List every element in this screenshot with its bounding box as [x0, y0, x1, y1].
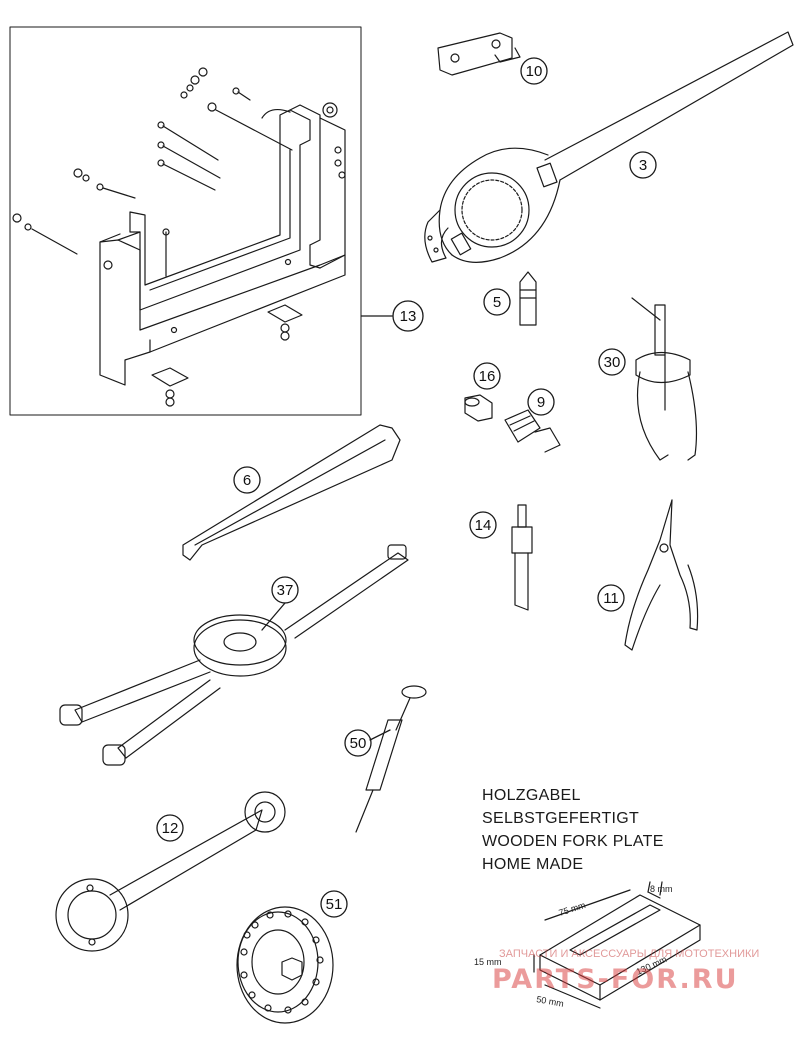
pliers-11	[624, 499, 699, 651]
callout-51: 51	[326, 896, 343, 913]
note-line-3: WOODEN FORK PLATE	[482, 833, 664, 850]
dim-15mm: 15 mm	[474, 957, 502, 967]
callout-10: 10	[526, 63, 543, 80]
wooden-fork-note: HOLZGABEL SELBSTGEFERTIGT WOODEN FORK PL…	[482, 784, 664, 876]
puller-bolt-14	[511, 504, 533, 611]
callout-6: 6	[243, 472, 251, 489]
callout-14: 14	[475, 517, 492, 534]
callout-5: 5	[493, 294, 501, 311]
grease-gun-50	[355, 685, 427, 833]
dim-75mm: 75 mm	[558, 900, 587, 918]
puller-30	[631, 297, 698, 461]
callout-labels: 10 3 5 30 13 16 9 6 14 11 37 50 12 51	[162, 63, 648, 913]
watermark-caption: ЗАПЧАСТИ И АКСЕССУАРЫ ДЛЯ МОТОТЕХНИКИ	[499, 948, 760, 960]
callout-50: 50	[350, 735, 367, 752]
pin-wrench-12	[55, 791, 286, 952]
wooden-fork-plate	[533, 881, 701, 1009]
adapter-9	[504, 409, 561, 453]
note-line-2: SELBSTGEFERTIGT	[482, 810, 640, 827]
hook-wrench-3	[424, 31, 794, 263]
stand-bolts	[12, 67, 293, 277]
clutch-holder-37	[59, 544, 409, 766]
sleeve-16	[464, 394, 493, 422]
callout-37: 37	[277, 582, 294, 599]
dim-50mm: 50 mm	[536, 994, 565, 1009]
callout-3: 3	[639, 157, 647, 174]
bracket-10	[437, 32, 521, 76]
callout-11: 11	[603, 590, 619, 607]
note-line-1: HOLZGABEL	[482, 787, 581, 804]
callout-30: 30	[604, 354, 621, 371]
callout-16: 16	[479, 368, 496, 385]
gauge-plate-6	[182, 424, 401, 561]
callout-13: 13	[400, 308, 417, 325]
dim-8mm: 8 mm	[650, 884, 673, 894]
callouts	[156, 57, 657, 918]
watermark-logo: PARTS-FOR.RU	[492, 964, 739, 995]
engine-stand-13	[9, 26, 393, 416]
flywheel-puller-51	[236, 906, 334, 1024]
callout-12: 12	[162, 820, 179, 837]
callout-9: 9	[537, 394, 545, 411]
tool-5	[519, 271, 537, 326]
note-line-4: HOME MADE	[482, 856, 584, 873]
